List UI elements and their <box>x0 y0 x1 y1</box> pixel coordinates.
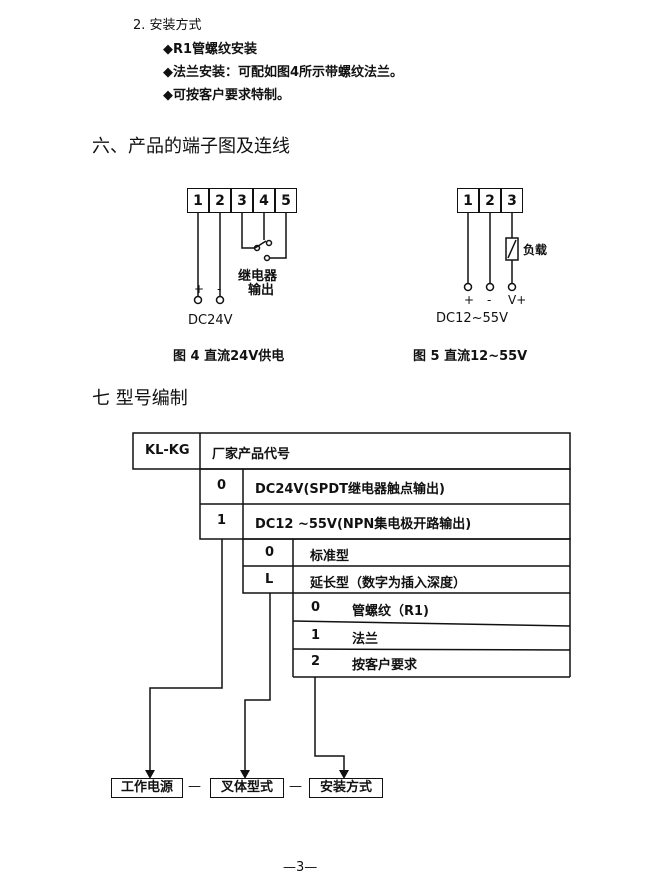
page-number: —3— <box>283 860 318 875</box>
mount-desc-1: 法兰 <box>352 632 379 647</box>
mount-code-2: 2 <box>311 654 321 669</box>
fork-code-1: L <box>265 572 274 587</box>
fig4-terminal-2: 2 <box>209 188 231 213</box>
fig4-plus: + <box>194 282 205 296</box>
fig4-terminal-ring-plus <box>193 295 203 305</box>
arrowhead-fork <box>240 770 250 779</box>
power-desc-1: DC12 ~55V(NPN集电极开路输出) <box>255 517 472 532</box>
fig5-supply: DC12~55V <box>436 311 508 326</box>
fig5-terminal-3: 3 <box>501 188 523 213</box>
install-bullet-3: ◆可按客户要求特制。 <box>163 88 291 103</box>
fig5-load-label: 负载 <box>523 243 548 257</box>
power-desc-0: DC24V(SPDT继电器触点输出) <box>255 482 445 497</box>
fig5-load-slash <box>507 239 517 259</box>
fig4-supply: DC24V <box>188 313 233 328</box>
legend-fork: 叉体型式 <box>210 778 284 798</box>
fork-desc-1: 延长型（数字为插入深度） <box>310 576 467 591</box>
fig4-wire-5 <box>270 213 287 259</box>
install-heading: 2. 安装方式 <box>133 18 202 33</box>
fig5-ring-plus <box>463 282 473 292</box>
fig4-contact-c <box>263 254 271 262</box>
power-code-0: 0 <box>217 478 227 493</box>
mount-desc-2: 按客户要求 <box>352 658 418 673</box>
fig5-caption: 图 5 直流12~55V <box>413 349 528 364</box>
fig5-minus: - <box>487 293 492 307</box>
diamond-bullet-icon: ◆ <box>163 65 173 80</box>
mount-desc-0: 管螺纹（R1) <box>352 604 429 619</box>
legend-power: 工作电源 <box>111 778 183 798</box>
fig5-v: V+ <box>508 293 527 307</box>
fig5-ring-v <box>507 282 517 292</box>
fig5-terminal-1: 1 <box>457 188 479 213</box>
power-code-1: 1 <box>217 513 227 528</box>
arrowhead-power <box>145 770 155 779</box>
fig4-relay-common <box>241 213 255 249</box>
fork-code-0: 0 <box>265 545 275 560</box>
fig5-plus: + <box>464 293 475 307</box>
fig4-terminal-5: 5 <box>275 188 297 213</box>
legend-mount: 安装方式 <box>309 778 383 798</box>
section6-title: 六、产品的端子图及连线 <box>92 136 290 157</box>
fig5-terminal-2: 2 <box>479 188 501 213</box>
fig4-relay-blade <box>254 240 267 249</box>
diamond-bullet-icon: ◆ <box>163 88 173 103</box>
fig4-contact-a <box>253 244 261 252</box>
model-code: KL-KG <box>145 443 190 458</box>
fig4-minus: - <box>217 282 222 296</box>
fig4-relay-label: 继电器 输出 <box>238 269 278 298</box>
legend-dash-2: — <box>289 779 302 794</box>
fig4-terminal-ring-minus <box>215 295 225 305</box>
fork-desc-0: 标准型 <box>310 549 350 564</box>
mount-code-0: 0 <box>311 600 321 615</box>
diamond-bullet-icon: ◆ <box>163 42 173 57</box>
fig4-caption: 图 4 直流24V供电 <box>173 349 285 364</box>
arrowhead-mount <box>339 770 349 779</box>
legend-dash-1: — <box>188 779 201 794</box>
fig4-contact-b <box>265 239 273 247</box>
model-code-desc: 厂家产品代号 <box>212 447 291 462</box>
fig5-ring-minus <box>485 282 495 292</box>
fig4-terminal-4: 4 <box>253 188 275 213</box>
fig4-terminal-1: 1 <box>187 188 209 213</box>
install-bullet-1: ◆R1管螺纹安装 <box>163 42 258 57</box>
mount-code-1: 1 <box>311 628 321 643</box>
section7-title: 七 型号编制 <box>92 388 188 409</box>
install-bullet-2: ◆法兰安装：可配如图4所示带螺纹法兰。 <box>163 65 404 80</box>
fig4-terminal-3: 3 <box>231 188 253 213</box>
